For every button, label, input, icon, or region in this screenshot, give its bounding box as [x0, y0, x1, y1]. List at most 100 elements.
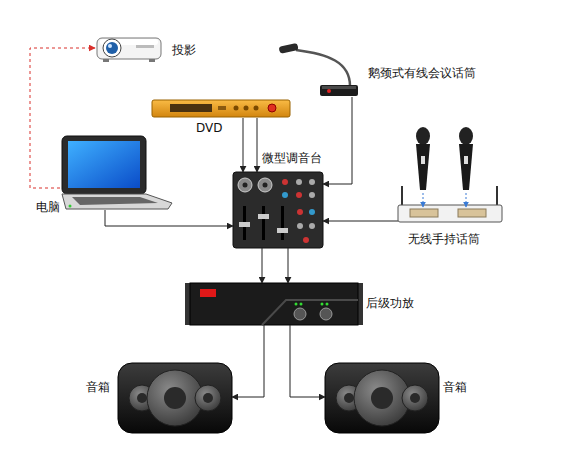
device-label: 后级功放 — [366, 296, 414, 310]
mixer-icon-part — [282, 192, 288, 198]
device-label: 鹅颈式有线会议话筒 — [368, 66, 476, 80]
mixer-icon-part — [296, 192, 302, 198]
projector-icon — [97, 38, 161, 62]
wireless-microphone-icon-part — [464, 156, 468, 164]
mixer-icon-part — [238, 178, 252, 192]
speaker-icon-part — [137, 393, 147, 403]
power-amplifier-node: 后级功放 — [190, 283, 358, 325]
power-amplifier-icon-part — [300, 303, 303, 306]
display-cable — [30, 48, 95, 188]
power-amplifier-icon — [185, 283, 363, 325]
device-label: 电脑 — [36, 200, 60, 214]
mixer-icon-part — [297, 223, 303, 229]
mixer-icon-part — [309, 209, 315, 215]
mixer-icon-part — [258, 178, 272, 192]
speaker-icon-part — [344, 393, 354, 403]
projector-icon-part — [106, 42, 118, 54]
audio-cable — [262, 248, 263, 283]
wireless-microphone-icon-part — [459, 127, 473, 145]
wireless-microphone-icon-part — [466, 193, 467, 207]
gooseneck-microphone-icon-part — [279, 43, 299, 54]
laptop-icon — [62, 136, 172, 209]
wireless-microphone-icon-part — [459, 144, 473, 190]
gooseneck-microphone-icon-part — [327, 89, 331, 93]
speaker-icon-part — [164, 387, 186, 409]
power-amplifier-icon-part — [326, 303, 329, 306]
laptop-icon-part — [62, 136, 146, 194]
power-amplifier-icon-part — [294, 308, 306, 320]
mixer-icon-part — [243, 183, 248, 188]
projector-icon-part — [108, 44, 112, 48]
mixer-icon-part — [309, 223, 315, 229]
wireless-microphone-icon — [398, 127, 502, 222]
dvd-player-icon-part — [170, 104, 212, 112]
dvd-player-icon-part — [254, 106, 259, 111]
wireless-microphone-icon-part — [458, 209, 486, 217]
wireless-microphone-icon-part — [416, 127, 430, 145]
dvd-player-icon-part — [268, 104, 276, 112]
power-amplifier-icon-part — [190, 283, 358, 325]
laptop-icon-part — [69, 205, 72, 208]
dvd-player-node: DVD — [152, 100, 290, 118]
gooseneck-microphone-icon-part — [296, 50, 350, 86]
speaker-icon-part — [402, 385, 428, 411]
mixer-icon-part — [309, 192, 315, 198]
mixer-icon-part — [303, 237, 309, 243]
projector-icon-part — [97, 38, 161, 59]
wireless-microphone-node: 无线手持话筒 — [398, 125, 502, 223]
mixer-icon — [233, 172, 323, 248]
power-amplifier-icon-part — [295, 303, 298, 306]
wireless-microphone-icon-part — [423, 193, 424, 207]
speaker-icon-part — [371, 387, 393, 409]
projector-icon-part — [149, 59, 155, 62]
device-label: 微型调音台 — [262, 151, 322, 165]
speaker-icon — [118, 363, 232, 433]
projector-node: 投影 — [95, 35, 163, 63]
mixer-icon-part — [281, 206, 284, 240]
projector-icon-part — [136, 45, 154, 48]
speaker-icon-part — [203, 393, 213, 403]
device-label: 无线手持话筒 — [408, 232, 480, 246]
dvd-player-icon-part — [152, 100, 290, 117]
laptop-node: 电脑 — [60, 135, 172, 210]
gooseneck-microphone-icon-part — [320, 85, 358, 96]
projector-icon-part — [103, 59, 109, 62]
audio-cable — [232, 325, 264, 397]
wireless-microphone-icon-part — [496, 186, 498, 205]
mixer-icon-part — [297, 209, 303, 215]
audio-cable — [290, 325, 325, 397]
device-label: 投影 — [172, 43, 196, 57]
dvd-player-icon-part — [244, 106, 249, 111]
dvd-player-icon — [152, 100, 290, 117]
audio-cable — [243, 118, 244, 172]
mixer-icon-part — [282, 179, 288, 185]
mixer-icon-part — [296, 179, 302, 185]
gooseneck-microphone-icon — [279, 43, 358, 96]
gooseneck-microphone-icon-part — [322, 86, 356, 89]
gooseneck-microphone-node: 鹅颈式有线会议话筒 — [278, 42, 360, 97]
wireless-microphone-icon-part — [410, 209, 438, 217]
power-amplifier-icon-part — [262, 300, 358, 325]
speaker-icon — [325, 363, 439, 433]
mixer-icon-part — [263, 183, 268, 188]
mixer-icon-part — [277, 228, 288, 233]
speaker-icon-part — [195, 385, 221, 411]
speaker-node: 音箱 — [118, 363, 232, 433]
device-label: 音箱 — [443, 380, 467, 394]
wireless-microphone-icon-part — [401, 186, 403, 205]
projector-icon-part — [103, 39, 121, 57]
power-amplifier-icon-part — [200, 289, 216, 297]
wireless-microphone-icon-part — [398, 205, 502, 222]
laptop-icon-part — [72, 197, 158, 205]
speaker-icon-part — [325, 363, 439, 433]
laptop-icon-part — [68, 141, 140, 188]
dvd-player-icon-part — [218, 106, 226, 110]
audio-cable — [105, 210, 233, 226]
mixer-icon-part — [239, 222, 250, 227]
power-amplifier-icon-part — [320, 308, 332, 320]
laptop-icon-part — [62, 194, 172, 209]
mixer-icon-part — [233, 172, 323, 248]
